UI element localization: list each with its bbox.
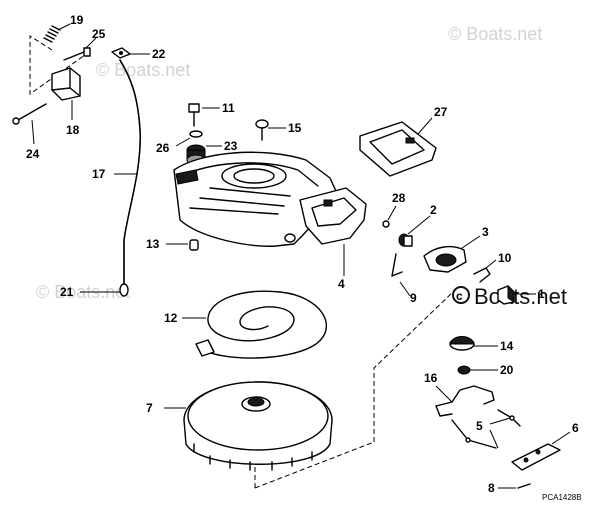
part-6-pawl (511, 431, 571, 471)
callout-8: 8 (488, 481, 495, 495)
part-20-nut (457, 365, 498, 375)
part-4-starter-housing (173, 151, 367, 276)
watermark-top-right: © Boats.net (448, 24, 542, 44)
part-25-pin (63, 37, 97, 61)
callout-10: 10 (498, 251, 512, 265)
part-22-clip (111, 47, 150, 59)
callout-5: 5 (476, 419, 483, 433)
callout-24: 24 (26, 147, 40, 161)
callout-6: 6 (572, 421, 579, 435)
part-28-plug (382, 205, 397, 228)
callout-labels: 19 25 22 18 24 11 26 23 15 27 17 28 2 3 … (26, 13, 579, 495)
part-26-washer (175, 130, 203, 147)
callout-7: 7 (146, 401, 153, 415)
part-3-handle (423, 235, 481, 273)
callout-20: 20 (500, 363, 514, 377)
callout-2: 2 (430, 203, 437, 217)
watermark-center: Boats.net (474, 284, 567, 309)
callout-12: 12 (164, 311, 178, 325)
callout-9: 9 (410, 291, 417, 305)
part-12-recoil-spring (182, 290, 328, 359)
callout-28: 28 (392, 191, 406, 205)
part-21-rod-end (80, 283, 129, 297)
part-7-pulley (164, 381, 333, 471)
callout-21: 21 (60, 285, 74, 299)
drawing-code: PCA1428B (542, 493, 582, 502)
part-11-bolt (188, 103, 220, 127)
part-17-link-rod (114, 59, 141, 287)
callout-19: 19 (70, 13, 84, 27)
part-13-plug (166, 239, 199, 251)
callout-16: 16 (424, 371, 438, 385)
callout-17: 17 (92, 167, 106, 181)
watermark-top-left: © Boats.net (96, 60, 190, 80)
callout-25: 25 (92, 27, 106, 41)
callout-14: 14 (500, 339, 514, 353)
callout-23: 23 (224, 139, 238, 153)
part-8-retainer (498, 483, 531, 489)
part-10-clip (473, 259, 497, 283)
part-19-spring (43, 23, 71, 43)
part-5-pawls (451, 409, 521, 449)
part-18-lever (51, 67, 81, 120)
callout-4: 4 (338, 277, 345, 291)
part-2-fitting (398, 215, 431, 247)
callout-26: 26 (156, 141, 170, 155)
callout-1: 1 (538, 287, 545, 301)
part-27-handle-frame (359, 117, 437, 177)
callout-13: 13 (146, 237, 160, 251)
callout-11: 11 (222, 101, 235, 115)
part-24-screw (12, 103, 47, 145)
part-1-button (497, 284, 536, 305)
part-16-lever (435, 385, 495, 417)
callout-18: 18 (66, 123, 80, 137)
callout-15: 15 (288, 121, 302, 135)
copyright-symbol (452, 286, 470, 304)
callout-27: 27 (434, 105, 448, 119)
part-9-cord (391, 253, 411, 297)
callout-22: 22 (152, 47, 166, 61)
watermarks: © Boats.net © Boats.net © Boats.net c Bo… (36, 24, 567, 309)
svg-text:c: c (456, 289, 463, 303)
part-14-cap (449, 336, 498, 351)
part-15-screw (255, 119, 286, 141)
callout-3: 3 (482, 225, 489, 239)
